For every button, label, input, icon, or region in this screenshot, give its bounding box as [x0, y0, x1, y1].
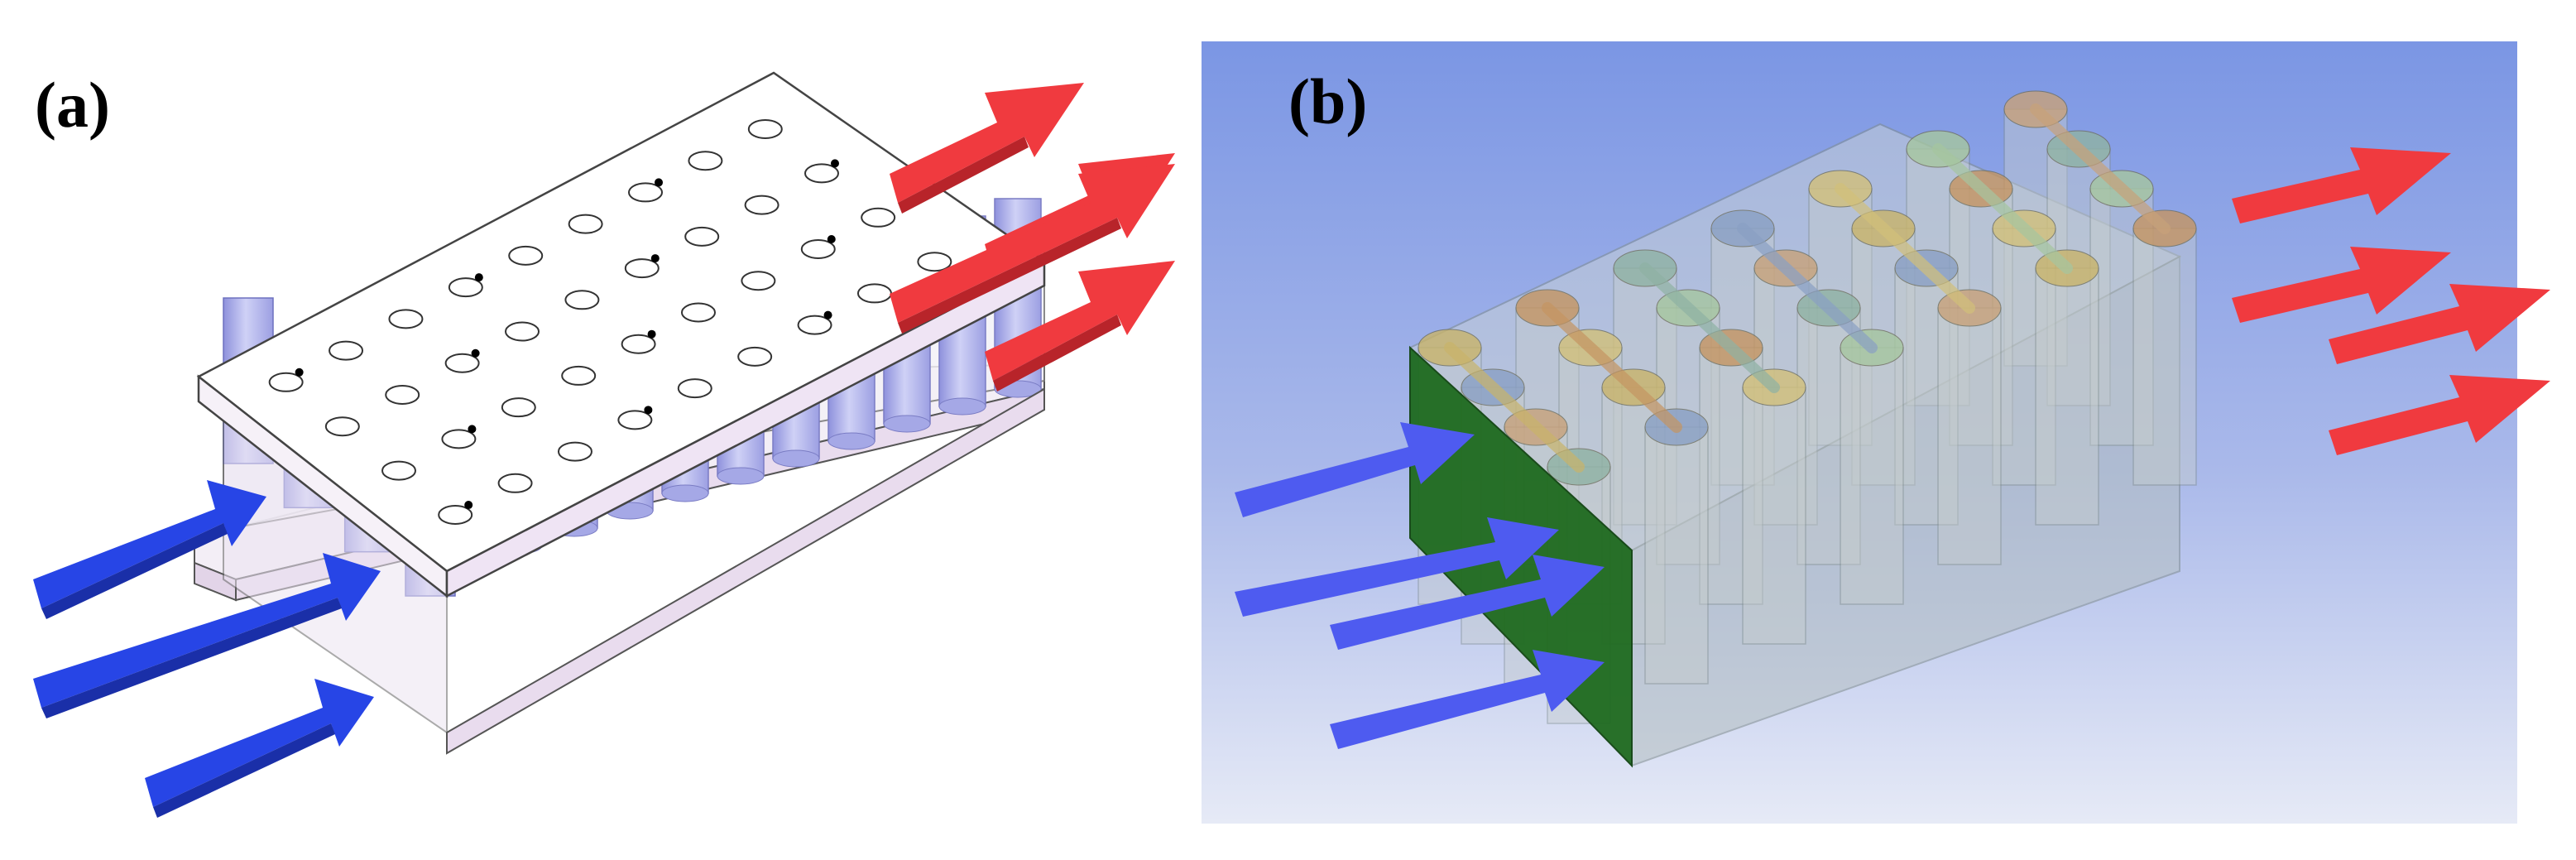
- battery-cell: [2132, 209, 2197, 486]
- sensor-dot: [468, 425, 477, 434]
- vent-hole: [861, 207, 896, 228]
- arrow-right-icon: [2232, 247, 2451, 323]
- arrow-right-icon: [1330, 650, 1605, 749]
- busbar: [1737, 223, 1878, 353]
- inflow-arrows: [1235, 422, 1605, 749]
- arrow-right-icon: [33, 480, 266, 608]
- arrow-right-icon: [1235, 422, 1475, 517]
- arrow-right-icon: [890, 83, 1084, 203]
- sensor-dot: [474, 273, 483, 282]
- arrow-right-icon: [145, 679, 374, 807]
- battery-cells: [1418, 90, 2197, 724]
- arrow-right-icon: [1235, 517, 1559, 617]
- vent-hole: [441, 429, 477, 449]
- battery-cell: [1937, 289, 2002, 565]
- sensor-dot: [823, 310, 832, 319]
- vent-hole: [737, 346, 773, 367]
- top-plate: [196, 71, 1047, 598]
- vent-hole: [917, 252, 952, 272]
- busbar: [1835, 183, 1975, 314]
- vent-hole: [508, 245, 544, 266]
- arrow-shadow: [153, 723, 335, 818]
- battery-cell: [1840, 329, 1904, 605]
- arrow-right-icon: [890, 164, 1175, 323]
- panel-a: (a): [0, 0, 1200, 860]
- battery-pack-diagram-b: [1202, 41, 2550, 824]
- vent-hole: [444, 353, 480, 373]
- outflow-arrows: [2232, 147, 2550, 455]
- vent-hole: [688, 151, 723, 171]
- vent-hole: [501, 397, 536, 418]
- arrow-right-icon: [2329, 375, 2550, 455]
- vent-hole: [561, 365, 597, 386]
- sensor-dot: [827, 235, 836, 244]
- sensor-dot: [655, 178, 664, 187]
- vent-hole: [628, 182, 664, 203]
- arrow-shadow: [898, 218, 1121, 334]
- vent-hole: [744, 195, 780, 215]
- sensor-dot: [647, 329, 656, 339]
- vent-hole: [747, 118, 783, 139]
- vent-hole: [557, 441, 592, 462]
- sensor-dot: [471, 348, 480, 358]
- vent-hole: [564, 290, 600, 310]
- vent-hole: [324, 416, 360, 437]
- sensor-dot: [464, 501, 473, 510]
- busbar: [2030, 103, 2171, 234]
- vent-hole: [388, 309, 424, 329]
- arrow-shadow: [41, 523, 228, 619]
- arrow-right-icon: [2329, 284, 2550, 364]
- arrow-shadow: [898, 137, 1029, 214]
- vent-hole: [741, 271, 776, 291]
- battery-cell: [1742, 368, 1806, 645]
- inflow-arrows: [33, 480, 381, 818]
- sensor-dot: [830, 159, 839, 168]
- battery-cell: [1644, 408, 1709, 685]
- busbar: [1639, 262, 1780, 393]
- vent-hole: [505, 321, 540, 342]
- vent-hole: [624, 258, 660, 279]
- arrow-right-icon: [985, 261, 1175, 381]
- bottom-plate-rim: [446, 387, 1045, 755]
- sensor-dot: [644, 406, 653, 415]
- vent-hole: [800, 239, 836, 260]
- top-plate-holes: [268, 118, 952, 526]
- vent-hole: [497, 473, 533, 493]
- vent-hole: [385, 384, 420, 405]
- arrow-right-icon: [1330, 555, 1605, 650]
- vent-hole: [680, 302, 716, 323]
- sensor-dot: [650, 254, 660, 263]
- panel-label-b: (b): [1288, 65, 1368, 137]
- panel-label-a: (a): [35, 69, 110, 141]
- arrow-shadow: [993, 315, 1121, 392]
- vent-hole: [804, 163, 839, 184]
- vent-hole: [797, 315, 832, 335]
- busbar: [1542, 302, 1682, 433]
- vent-hole: [381, 460, 417, 481]
- panel-b: (b): [1202, 0, 2576, 860]
- vent-hole: [684, 226, 720, 247]
- vent-hole: [677, 378, 712, 399]
- vent-hole: [448, 277, 483, 298]
- vent-hole: [568, 214, 603, 234]
- battery-pack-diagram-a: [33, 71, 1175, 818]
- outflow-arrows: [890, 83, 1175, 392]
- arrow-right-icon: [2232, 147, 2451, 223]
- busbar: [1444, 342, 1585, 473]
- vent-hole: [621, 334, 656, 354]
- vent-hole: [438, 505, 473, 526]
- busbar: [1932, 143, 2073, 274]
- vent-hole: [617, 410, 653, 430]
- sensor-dot: [295, 368, 304, 377]
- vent-hole: [329, 340, 364, 361]
- vent-hole: [268, 372, 304, 392]
- vent-hole: [856, 283, 892, 304]
- arrow-right-icon: [33, 553, 381, 708]
- battery-cell: [2035, 249, 2099, 526]
- arrow-shadow: [41, 598, 342, 718]
